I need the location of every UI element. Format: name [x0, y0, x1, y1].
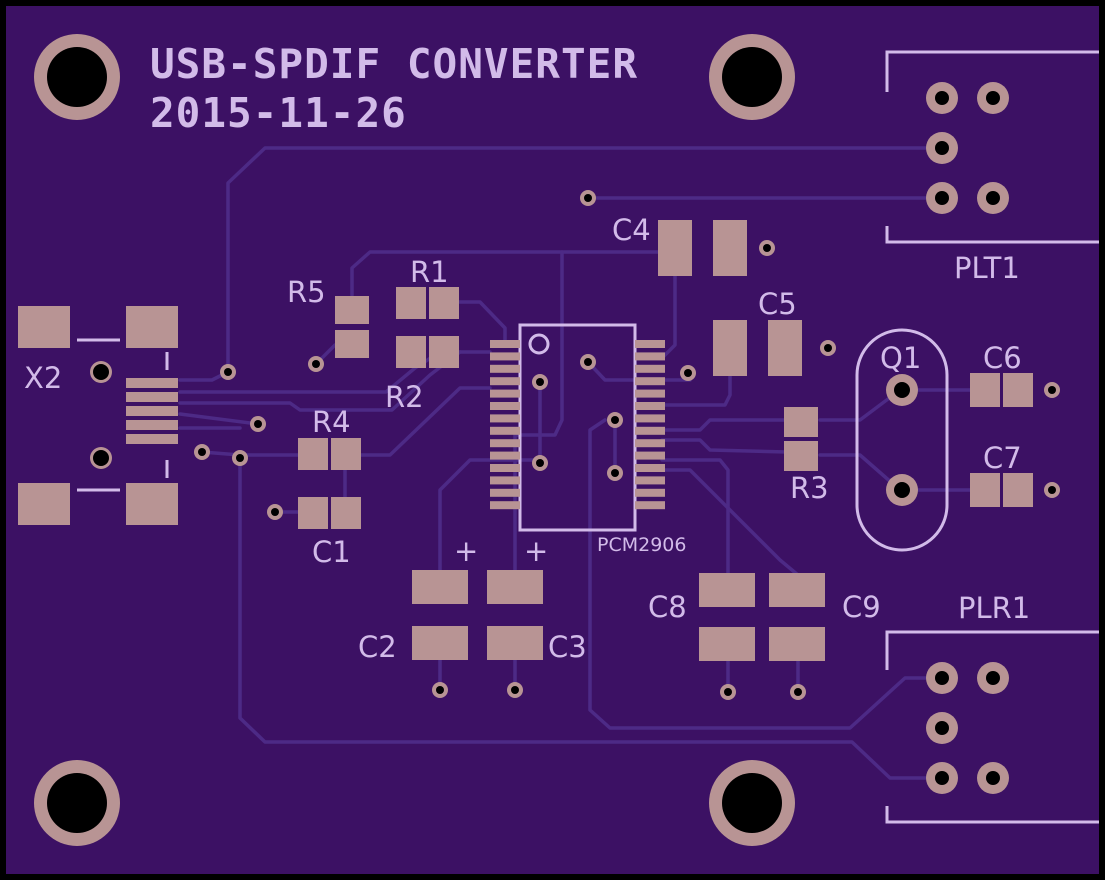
ic-pin-right — [635, 476, 665, 485]
label-r4: R4 — [312, 405, 351, 439]
capacitor-c5 — [713, 320, 802, 376]
ic-pcm2906 — [490, 323, 665, 532]
mounting-holes — [34, 34, 795, 846]
capacitor-c6 — [970, 373, 1033, 407]
resistor-r1 — [396, 287, 459, 319]
ic-pin-right — [635, 451, 665, 460]
resistor-r2 — [396, 336, 459, 368]
ic-pin-right — [635, 414, 665, 423]
label-r2: R2 — [385, 380, 424, 414]
ic-pin-right — [635, 439, 665, 448]
label-x2: X2 — [24, 361, 62, 395]
label-plt1: PLT1 — [954, 251, 1020, 285]
capacitor-c7 — [970, 473, 1033, 507]
label-ic: PCM2906 — [597, 534, 686, 556]
label-c4: C4 — [612, 213, 651, 247]
ic-pin-left — [490, 451, 520, 460]
ic-pin-left — [490, 340, 520, 348]
ic-pin-left — [490, 439, 520, 448]
resistor-r4 — [298, 438, 361, 470]
capacitor-c8 — [699, 573, 755, 661]
resistor-r3 — [784, 407, 818, 471]
ic-pin-right — [635, 377, 665, 386]
capacitor-c4 — [658, 220, 747, 276]
capacitor-c1 — [298, 497, 361, 529]
label-plr1: PLR1 — [958, 591, 1030, 625]
ic-pin-left — [490, 364, 520, 373]
ic-pin-left — [490, 488, 520, 497]
label-c6: C6 — [983, 341, 1022, 375]
ic-pin-left — [490, 464, 520, 472]
ic-pin-right — [635, 364, 665, 373]
vias — [194, 190, 1060, 700]
ic-pin-right — [635, 389, 665, 398]
ic-pin-left — [490, 501, 520, 510]
ic-pin-right — [635, 402, 665, 410]
connector-plt1 — [885, 50, 1099, 244]
label-q1: Q1 — [880, 341, 921, 375]
label-c5: C5 — [758, 287, 797, 321]
ic-pin-right — [635, 464, 665, 472]
capacitor-c2 — [412, 570, 468, 660]
ic-pin-right — [635, 352, 665, 361]
usb-connector-x2 — [18, 306, 178, 525]
board-date: 2015-11-26 — [150, 89, 407, 137]
c3-polarity-mark: + — [524, 534, 548, 568]
label-r5: R5 — [287, 275, 326, 309]
ic-pin-left — [490, 414, 520, 423]
label-c1: C1 — [312, 535, 351, 569]
ic-pin-right — [635, 426, 665, 435]
ic-pin-left — [490, 377, 520, 386]
board-title: USB-SPDIF CONVERTER — [150, 40, 638, 88]
label-c8: C8 — [648, 590, 687, 624]
capacitor-c9 — [769, 573, 825, 661]
resistor-r5 — [335, 296, 369, 358]
copper-traces — [178, 146, 972, 780]
label-c7: C7 — [983, 441, 1022, 475]
label-r3: R3 — [790, 471, 829, 505]
ic-pin-left — [490, 402, 520, 410]
ic-pin-right — [635, 340, 665, 348]
connector-plr1 — [885, 630, 1099, 824]
label-c9: C9 — [842, 590, 881, 624]
capacitor-c3 — [487, 570, 543, 660]
label-c3: C3 — [548, 630, 587, 664]
ic-pin-left — [490, 426, 520, 435]
crystal-q1 — [855, 328, 949, 552]
board-substrate — [6, 6, 1099, 874]
ic-pin-right — [635, 501, 665, 510]
ic-pin-left — [490, 352, 520, 361]
label-r1: R1 — [410, 255, 449, 289]
ic-pin-left — [490, 476, 520, 485]
c2-polarity-mark: + — [454, 534, 478, 568]
ic-pin-right — [635, 488, 665, 497]
label-c2: C2 — [358, 630, 397, 664]
ic-pin-left — [490, 389, 520, 398]
